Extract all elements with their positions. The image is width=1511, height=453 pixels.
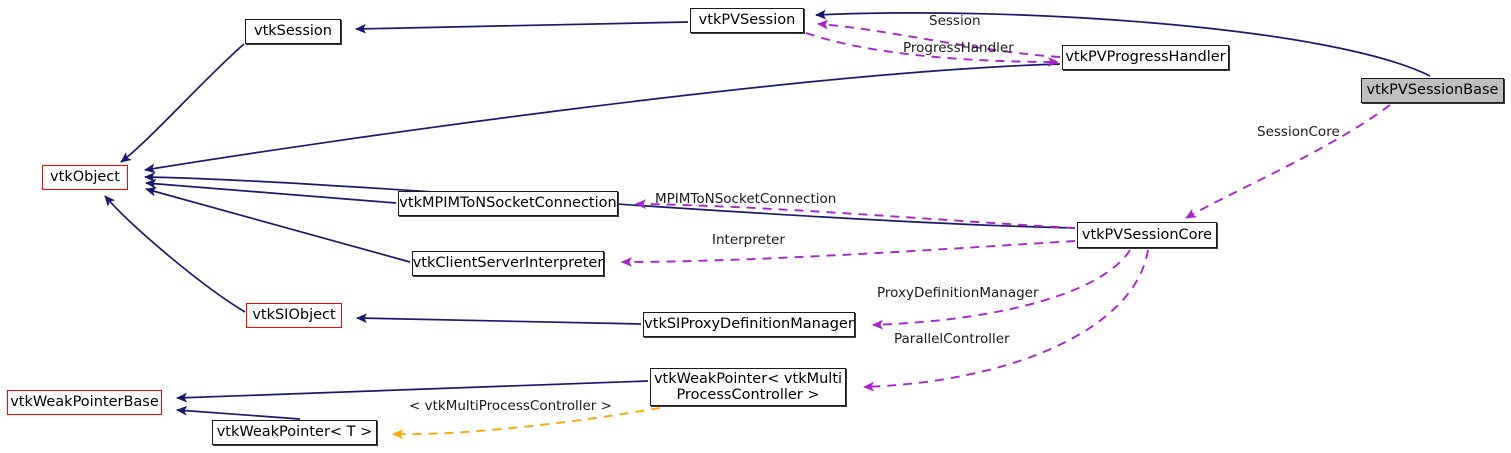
edge-label-interpreter: Interpreter (712, 232, 785, 248)
edge-label-mpimtonsocketconnection: MPIMToNSocketConnection (655, 191, 837, 207)
edge-label-proxy-definition-manager: ProxyDefinitionManager (877, 285, 1039, 301)
class-node-vtkWeakPointer-vtkMultiProcessController[interactable]: vtkWeakPointer< vtkMulti ProcessControll… (650, 368, 846, 406)
class-node-vtkClientServerInterpreter[interactable]: vtkClientServerInterpreter (412, 251, 604, 276)
edge-vtkobject-vtksession (120, 43, 245, 163)
template-edges (392, 407, 661, 440)
edge-vtkpvsession-vtksession (355, 21, 689, 34)
inheritance-edges (104, 9, 1431, 420)
class-node-vtkSIProxyDefinitionManager[interactable]: vtkSIProxyDefinitionManager (643, 312, 855, 337)
usage-edges (621, 19, 1391, 392)
edge-vtkweakpointerbase-vtkweakpointert (176, 405, 301, 420)
edge-vtkweakpointerbase-vtkweakpointermpc (176, 380, 649, 403)
class-node-vtkPVSession[interactable]: vtkPVSession (690, 8, 804, 33)
class-node-vtkPVSessionBase[interactable]: vtkPVSessionBase (1361, 78, 1504, 103)
class-node-vtkSIObject[interactable]: vtkSIObject (246, 303, 342, 328)
class-node-vtkPVProgressHandler[interactable]: vtkPVProgressHandler (1062, 45, 1229, 70)
edge-label-progress-handler: ProgressHandler (903, 40, 1014, 56)
edge-label-multiprocesscontroller: < vtkMultiProcessController > (409, 398, 612, 414)
class-node-vtkObject[interactable]: vtkObject (42, 165, 128, 190)
edge-vtkobject-vtkclientserverinterpreter (145, 186, 411, 263)
edge-vtkobject-vtkmpimtonsocketconnection (145, 178, 397, 204)
class-node-vtkWeakPointerBase[interactable]: vtkWeakPointerBase (7, 390, 162, 415)
class-node-vtkWeakPointer-T[interactable]: vtkWeakPointer< T > (212, 420, 377, 445)
edge-usage-interpreter (621, 240, 1076, 267)
edge-usage-session (817, 19, 1061, 58)
edge-usage-progresshandler (805, 32, 1059, 67)
edge-label-parallel-controller: ParallelController (894, 331, 1010, 347)
edge-vtkobject-vtksiobject (104, 195, 246, 313)
edge-template-multiprocesscontroller (392, 407, 661, 440)
edge-label-session-core: SessionCore (1257, 124, 1340, 140)
class-node-vtkPVSessionCore[interactable]: vtkPVSessionCore (1077, 222, 1217, 248)
edge-usage-proxydefinitionmanager (872, 249, 1131, 330)
class-node-vtkSession[interactable]: vtkSession (245, 19, 341, 44)
edge-vtksiobject-vtksiproxydefinitionmanager (356, 313, 642, 325)
edge-vtkpvsessionbase-vtkpvsession (815, 9, 1431, 77)
edge-vtkobject-vtkpvprogresshandler (144, 63, 1061, 174)
edge-usage-parallelcontroller (863, 249, 1149, 392)
edge-usage-sessioncore (1185, 104, 1391, 219)
edge-usage-mpimtonsocketconnection (635, 199, 1076, 229)
edge-label-session: Session (929, 13, 981, 29)
class-node-vtkMPIMToNSocketConnection[interactable]: vtkMPIMToNSocketConnection (398, 191, 618, 216)
